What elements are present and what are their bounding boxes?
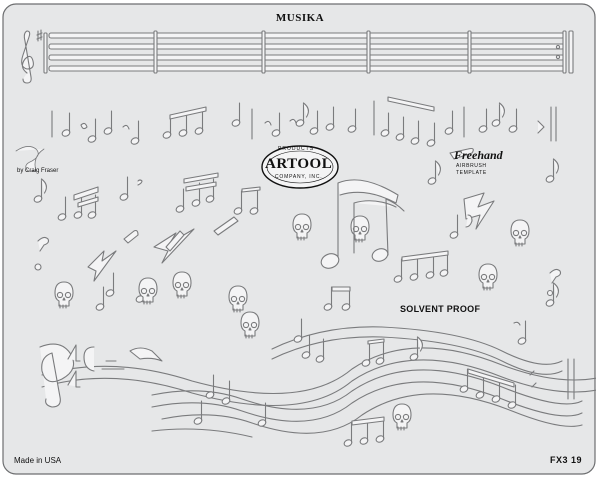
centre-notes-cutouts <box>87 172 261 312</box>
sharp-sign-icon <box>36 29 43 42</box>
made-in-label: Made in USA <box>14 456 62 465</box>
artool-brand-name: ARTOOL <box>265 156 333 172</box>
time-signature-cutout <box>39 343 163 408</box>
ribbon-staff-cutout <box>41 326 596 438</box>
template-title: MUSIKA <box>275 12 325 24</box>
treble-clef-icon <box>21 30 34 84</box>
signature-caption: by Craig Fraser <box>17 168 59 174</box>
top-staff-cutout <box>43 30 574 74</box>
freehand-line1: AIRBRUSH <box>456 163 487 169</box>
left-notes-cutouts <box>15 146 143 271</box>
note-row-cutouts <box>51 96 557 148</box>
solvent-proof-label: SOLVENT PROOF <box>400 304 481 314</box>
freehand-line2: TEMPLATE <box>456 170 487 176</box>
big-eighth-note-cutout <box>320 179 405 269</box>
product-code: FX3 19 <box>549 455 582 465</box>
stencil-plate <box>2 3 596 475</box>
freehand-logo: Freehand <box>454 148 503 162</box>
artool-logo <box>261 145 339 189</box>
artool-arc-bottom: COMPANY, INC. <box>275 174 323 180</box>
right-notes-cutouts <box>322 147 562 346</box>
artool-arc-top: PRODUCTS <box>278 146 315 152</box>
ribbon-notes-cutouts <box>192 318 575 448</box>
